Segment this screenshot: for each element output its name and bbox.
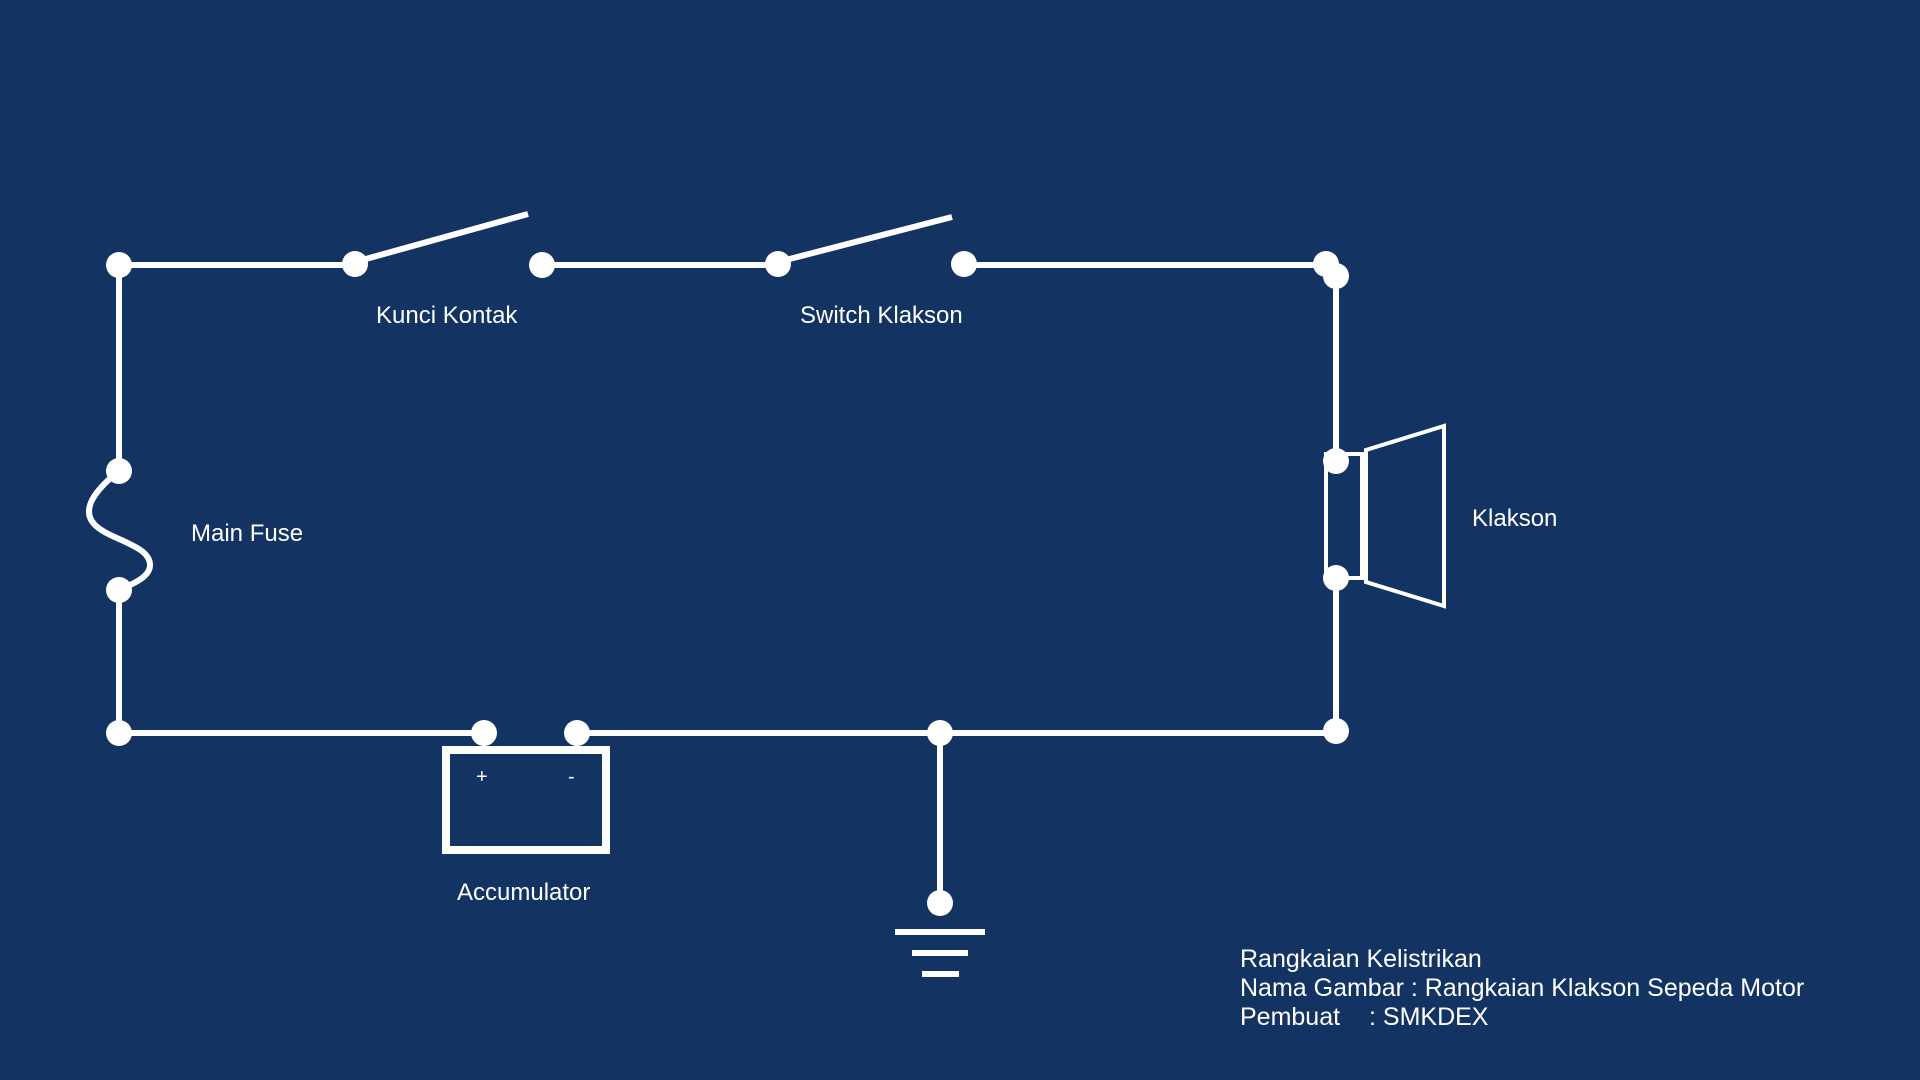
info-line-3-value: : SMKDEX bbox=[1369, 1003, 1489, 1031]
accumulator-symbol bbox=[442, 746, 610, 854]
label-switch-klakson: Switch Klakson bbox=[800, 302, 963, 329]
info-line-3-label: Pembuat bbox=[1240, 1003, 1340, 1031]
label-accumulator: Accumulator bbox=[457, 879, 590, 906]
label-battery-plus: + bbox=[476, 766, 488, 788]
info-line-1: Rangkaian Kelistrikan bbox=[1240, 945, 1482, 973]
ground-symbol bbox=[895, 929, 985, 977]
switch-klakson-switch-lever bbox=[777, 214, 953, 265]
label-klakson: Klakson bbox=[1472, 505, 1557, 532]
main-fuse-symbol bbox=[86, 468, 154, 593]
info-line-2: Nama Gambar : Rangkaian Klakson Sepeda M… bbox=[1240, 974, 1804, 1002]
kunci-kontak-switch-lever bbox=[354, 211, 529, 265]
label-kunci-kontak: Kunci Kontak bbox=[376, 302, 518, 329]
drawing-info-block: Rangkaian Kelistrikan Nama Gambar : Rang… bbox=[1240, 945, 1804, 1031]
connection-dots bbox=[106, 251, 1349, 916]
label-battery-minus: - bbox=[568, 766, 575, 788]
label-main-fuse: Main Fuse bbox=[191, 520, 303, 547]
